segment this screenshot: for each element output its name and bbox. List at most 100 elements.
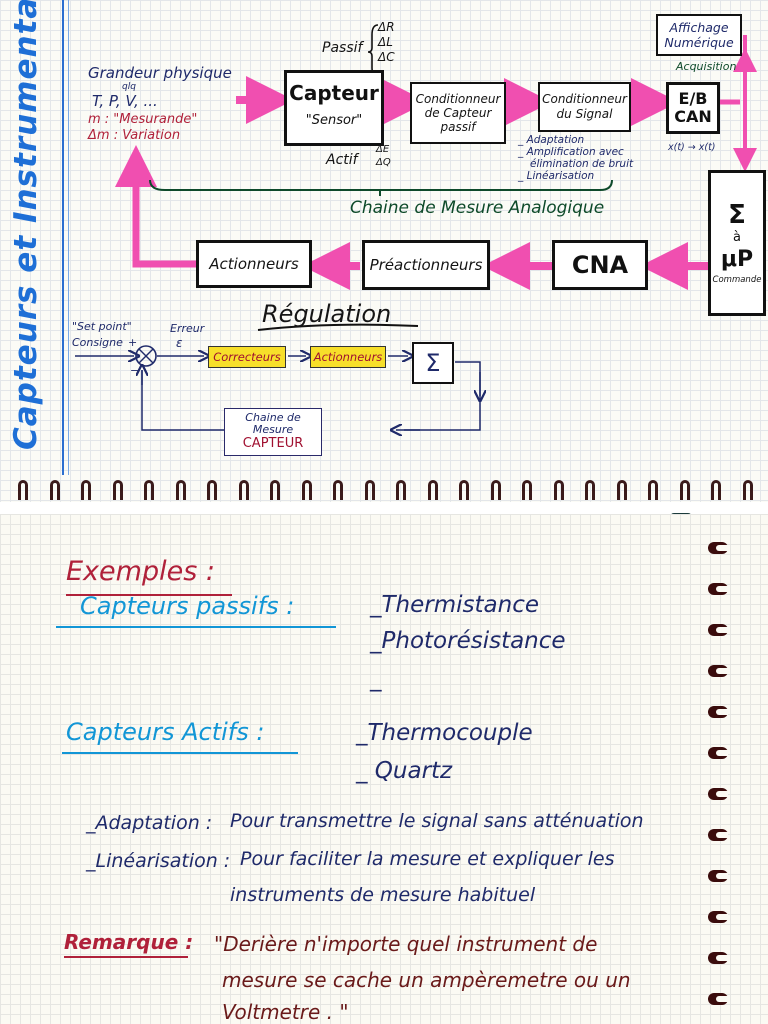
remarque-underline <box>64 956 188 958</box>
actif-item-2: _ Quartz <box>356 758 453 784</box>
cond-signal-box: Conditionneur du Signal <box>538 82 631 132</box>
grandeur-mesurande: m : "Mesurande" <box>88 112 198 127</box>
capteur-title: Capteur <box>289 81 379 105</box>
sigma-a: à <box>733 230 741 245</box>
spiral-ring <box>207 480 217 500</box>
feedback-return <box>141 370 224 431</box>
note-linearisation: _ Linéarisation <box>518 170 595 182</box>
spiral-ring <box>333 480 343 500</box>
spiral-ring <box>708 993 728 1005</box>
commande-label: Commande <box>712 275 762 285</box>
spiral-ring <box>742 480 753 500</box>
can-label: CAN <box>674 107 712 126</box>
reg-chaine-l1: Chaine de <box>245 411 301 424</box>
cna-label: CNA <box>571 251 629 279</box>
plus-sign: + <box>128 336 138 349</box>
reg-chaine-box: Chaine de Mesure CAPTEUR <box>224 408 322 456</box>
spiral-ring <box>396 480 406 500</box>
spiral-ring <box>18 480 28 500</box>
spiral-ring <box>708 624 728 636</box>
cond-capteur-box: Conditionneur de Capteur passif <box>410 82 506 144</box>
passif-item-3: _ <box>370 666 382 692</box>
spiral-ring <box>708 952 728 964</box>
actifs-label: Capteurs Actifs : <box>66 718 265 746</box>
cond-capteur-l3: passif <box>440 120 476 134</box>
spiral-ring <box>679 480 690 500</box>
spiral-ring <box>490 480 501 500</box>
spiral-ring <box>522 480 532 500</box>
sigma-symbol: Σ <box>728 200 746 230</box>
chaine-brace <box>149 179 613 191</box>
remarque-text-2: mesure se cache un ampèremetre ou un <box>222 968 631 992</box>
notebook-sheet-bottom: Exemples : Capteurs passifs : _Thermista… <box>0 514 768 1024</box>
cond-capteur-l1: Conditionneur <box>415 92 501 106</box>
regulation-underline <box>257 323 419 331</box>
spiral-ring <box>708 911 728 923</box>
linearisation-text-1: Pour faciliter la mesure et expliquer le… <box>240 848 615 870</box>
actionneurs-box: Actionneurs <box>196 240 312 288</box>
cond-signal-l1: Conditionneur <box>542 92 627 106</box>
spiral-ring <box>301 480 312 500</box>
spiral-ring <box>175 480 186 500</box>
grandeur-sup: qlq <box>122 82 136 92</box>
acquisition-label: Acquisition <box>676 60 737 73</box>
grandeur-variation: Δm : Variation <box>88 128 181 143</box>
epsilon-label: ε <box>176 336 183 350</box>
minus-sign: − <box>130 364 140 377</box>
exemples-title: Exemples : <box>66 556 215 587</box>
spiral-ring <box>708 706 728 718</box>
spiral-ring <box>364 480 375 500</box>
spiral-ring <box>270 480 280 500</box>
reg-sigma-box: Σ <box>412 342 454 384</box>
preactionneurs-label: Préactionneurs <box>369 256 483 274</box>
adaptation-text: Pour transmettre le signal sans atténuat… <box>230 810 644 832</box>
passif-l: ΔL <box>378 35 393 49</box>
arrow-act-return <box>132 172 196 268</box>
diagram-arrows <box>75 24 757 502</box>
spiral-ring <box>459 480 469 500</box>
cond-capteur-l2: de Capteur <box>424 106 492 120</box>
eb-can-box: E/B CAN <box>666 82 720 134</box>
capteur-box: Capteur "Sensor" <box>284 70 384 146</box>
spiral-ring <box>708 665 728 677</box>
margin-line <box>62 0 64 475</box>
spiral-ring <box>553 480 564 500</box>
spiral-binding <box>0 474 768 502</box>
note-amplification: _ Amplification avec <box>518 146 624 158</box>
spiral-ring <box>708 583 728 595</box>
preactionneurs-box: Préactionneurs <box>362 240 490 290</box>
spiral-ring <box>708 829 728 841</box>
actifs-underline <box>62 752 298 754</box>
linearisation-label: _Linéarisation : <box>86 850 231 872</box>
spiral-ring <box>427 480 438 500</box>
spiral-ring <box>238 480 249 500</box>
sigma-mp-box: Σ à μP Commande <box>708 170 766 316</box>
spiral-ring <box>616 480 627 500</box>
note-adaptation: _ Adaptation <box>518 134 585 146</box>
remarque-label: Remarque : <box>64 930 194 954</box>
affichage-l1: Affichage <box>669 20 729 35</box>
passif-item-1: _Thermistance <box>370 592 539 618</box>
passifs-underline <box>56 626 336 628</box>
exemples-underline <box>66 594 232 596</box>
set-point-label: "Set point" <box>72 320 132 333</box>
affichage-l2: Numérique <box>664 35 734 50</box>
spiral-ring <box>81 480 91 500</box>
reg-chaine-l3: CAPTEUR <box>242 436 304 451</box>
spiral-ring <box>708 788 728 800</box>
remarque-text-3: Voltmetre . " <box>222 1000 349 1024</box>
margin-line-inner <box>68 0 69 475</box>
spiral-ring <box>648 480 658 500</box>
actif-q: ΔQ <box>376 157 391 168</box>
actif-e: ΔE <box>376 144 390 155</box>
reg-sigma: Σ <box>425 349 441 377</box>
eb-formula: x(t) → x(t) <box>668 142 716 153</box>
passif-c: ΔC <box>378 50 395 64</box>
passif-label: Passif <box>322 40 363 56</box>
adaptation-label: _Adaptation : <box>86 812 213 834</box>
spiral-ring <box>708 747 728 759</box>
affichage-box: Affichage Numérique <box>656 14 742 56</box>
spiral-ring <box>49 480 60 500</box>
sheet-gap <box>0 502 768 514</box>
